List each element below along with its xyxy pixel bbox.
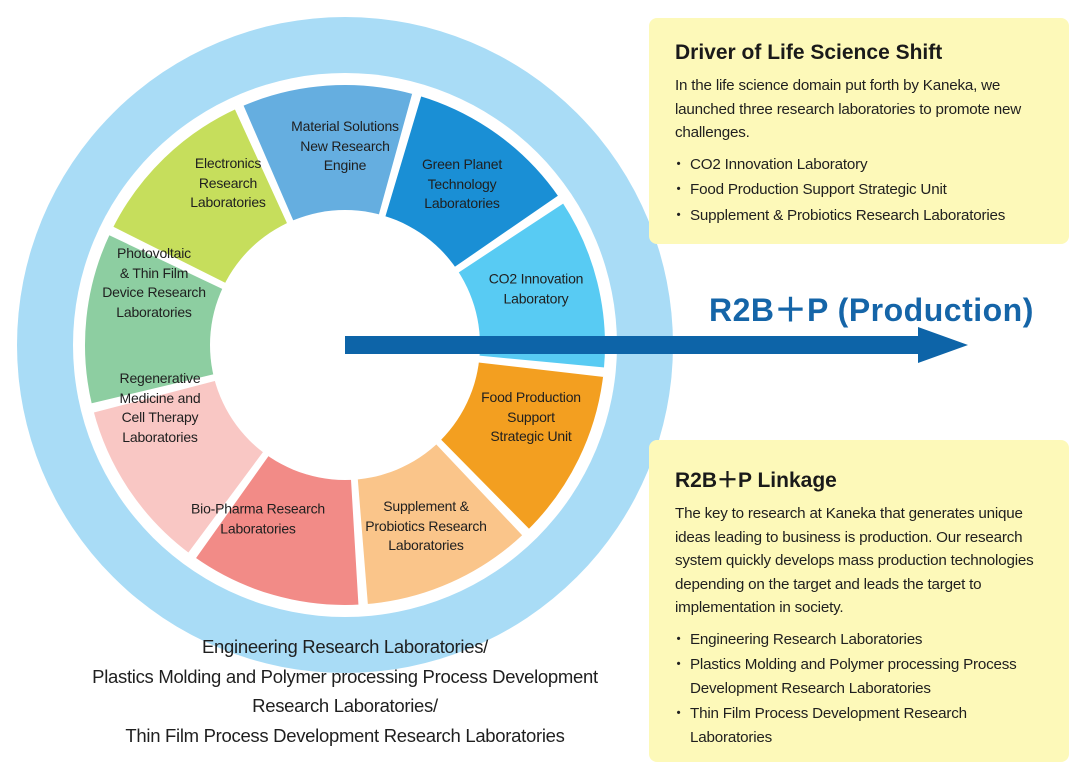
wheel-segment-label-line: Laboratories (190, 193, 266, 210)
wheel-segment-label-line: Green Planet (421, 155, 503, 172)
arrow-head (918, 327, 968, 363)
arrow-shaft (345, 336, 935, 354)
wheel-segment-label-line: Food Production (481, 388, 581, 405)
wheel-segment-label-line: Electronics (194, 154, 262, 171)
r2bp-production-label: R2B＋P (Production) (709, 292, 1034, 328)
wheel-segment-label-line: Engine (323, 156, 367, 173)
engineering-labs-caption: Engineering Research Laboratories/Plasti… (40, 632, 650, 750)
linkage-box-title: R2B＋P Linkage (675, 469, 837, 492)
wheel-segment-label-line: Supplement & (383, 497, 469, 514)
wheel-segment-label-line: Probiotics Research (365, 517, 487, 534)
life-science-box-body: In the life science domain put forth by … (675, 77, 1022, 141)
wheel-segment-label-line: CO2 Innovation (488, 270, 584, 287)
caption-line: Plastics Molding and Polymer processing … (92, 665, 598, 687)
wheel-segment-label-line: Bio-Pharma Research (191, 500, 325, 517)
life-science-box-title: Driver of Life Science Shift (675, 41, 943, 64)
life-science-shift-box: Driver of Life Science Shift In the life… (649, 18, 1069, 244)
wheel-segment-label-line: Laboratories (424, 194, 500, 211)
wheel-segment-label-line: Strategic Unit (490, 427, 572, 444)
life-science-lab-item: Supplement & Probiotics Research Laborat… (671, 204, 1049, 228)
wheel-segment-label-line: Material Solutions (291, 117, 399, 134)
caption-line: Research Laboratories/ (252, 695, 438, 716)
wheel-segment-label-line: Regenerative (119, 370, 201, 386)
wheel-segment-label-line: Laboratories (122, 428, 198, 445)
wheel-segment-label-line: Laboratories (116, 303, 192, 320)
wheel-segment-label-line: Technology (427, 175, 497, 192)
linkage-lab-item: Plastics Molding and Polymer processing … (671, 653, 1049, 700)
wheel-segment-label-line: Photovoltaic (117, 245, 191, 261)
wheel-segment-label-line: Laboratory (503, 290, 569, 306)
r2bp-arrow (345, 327, 968, 363)
linkage-box-body: The key to research at Kaneka that gener… (675, 505, 1034, 616)
life-science-lab-item: Food Production Support Strategic Unit (671, 178, 1049, 202)
wheel-segment-label-line: Laboratories (220, 520, 296, 536)
r2bp-linkage-box: R2B＋P Linkage The key to research at Kan… (649, 440, 1069, 762)
caption-line: Engineering Research Laboratories/ (202, 636, 488, 657)
wheel-segment-label-line: & Thin Film (119, 264, 189, 281)
wheel-segment-label-line: Support (507, 408, 555, 425)
life-science-lab-item: CO2 Innovation Laboratory (671, 153, 1049, 177)
wheel-segment-label-line: Cell Therapy (121, 409, 199, 425)
wheel-segment-label-line: Device Research (102, 284, 206, 300)
linkage-lab-item: Thin Film Process Development Research L… (671, 702, 1049, 749)
linkage-lab-item: Engineering Research Laboratories (671, 628, 1049, 652)
caption-line: Thin Film Process Development Research L… (125, 724, 565, 746)
wheel-segment-label-line: Medicine and (119, 389, 201, 406)
wheel-segment-label-line: Laboratories (388, 536, 464, 553)
wheel-segment-label-line: New Research (300, 137, 390, 154)
wheel-segment-label-line: Research (198, 174, 258, 191)
